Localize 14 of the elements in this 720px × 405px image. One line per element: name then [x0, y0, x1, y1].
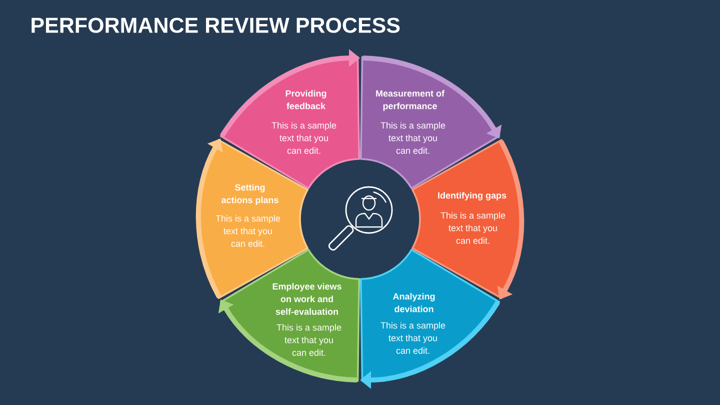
segment-text: This is a sample text that you can edit. — [272, 122, 336, 154]
segment-text: This is a sample text that you can edit. — [440, 212, 506, 244]
segment-heading: Setting actions plans — [222, 184, 278, 205]
segment-text: This is a sample text that you can edit. — [380, 322, 446, 354]
segment-heading: Identifying gaps — [438, 192, 506, 200]
segment-heading: Analyzing deviation — [392, 293, 435, 312]
title: PERFORMANCE REVIEW PROCESS — [32, 18, 400, 33]
segment-text: This is a sample text that you can edit. — [380, 122, 446, 154]
segment-heading: Measurement of performance — [376, 90, 445, 111]
cycle-segment — [360, 56, 500, 190]
segment-text: This is a sample text that you can edit. — [216, 215, 280, 247]
segment-heading: Providing feedback — [286, 90, 326, 110]
segment-text: This is a sample text that you can edit. — [276, 324, 342, 356]
segment-heading: Employee views on work and self-evaluation — [272, 283, 342, 315]
